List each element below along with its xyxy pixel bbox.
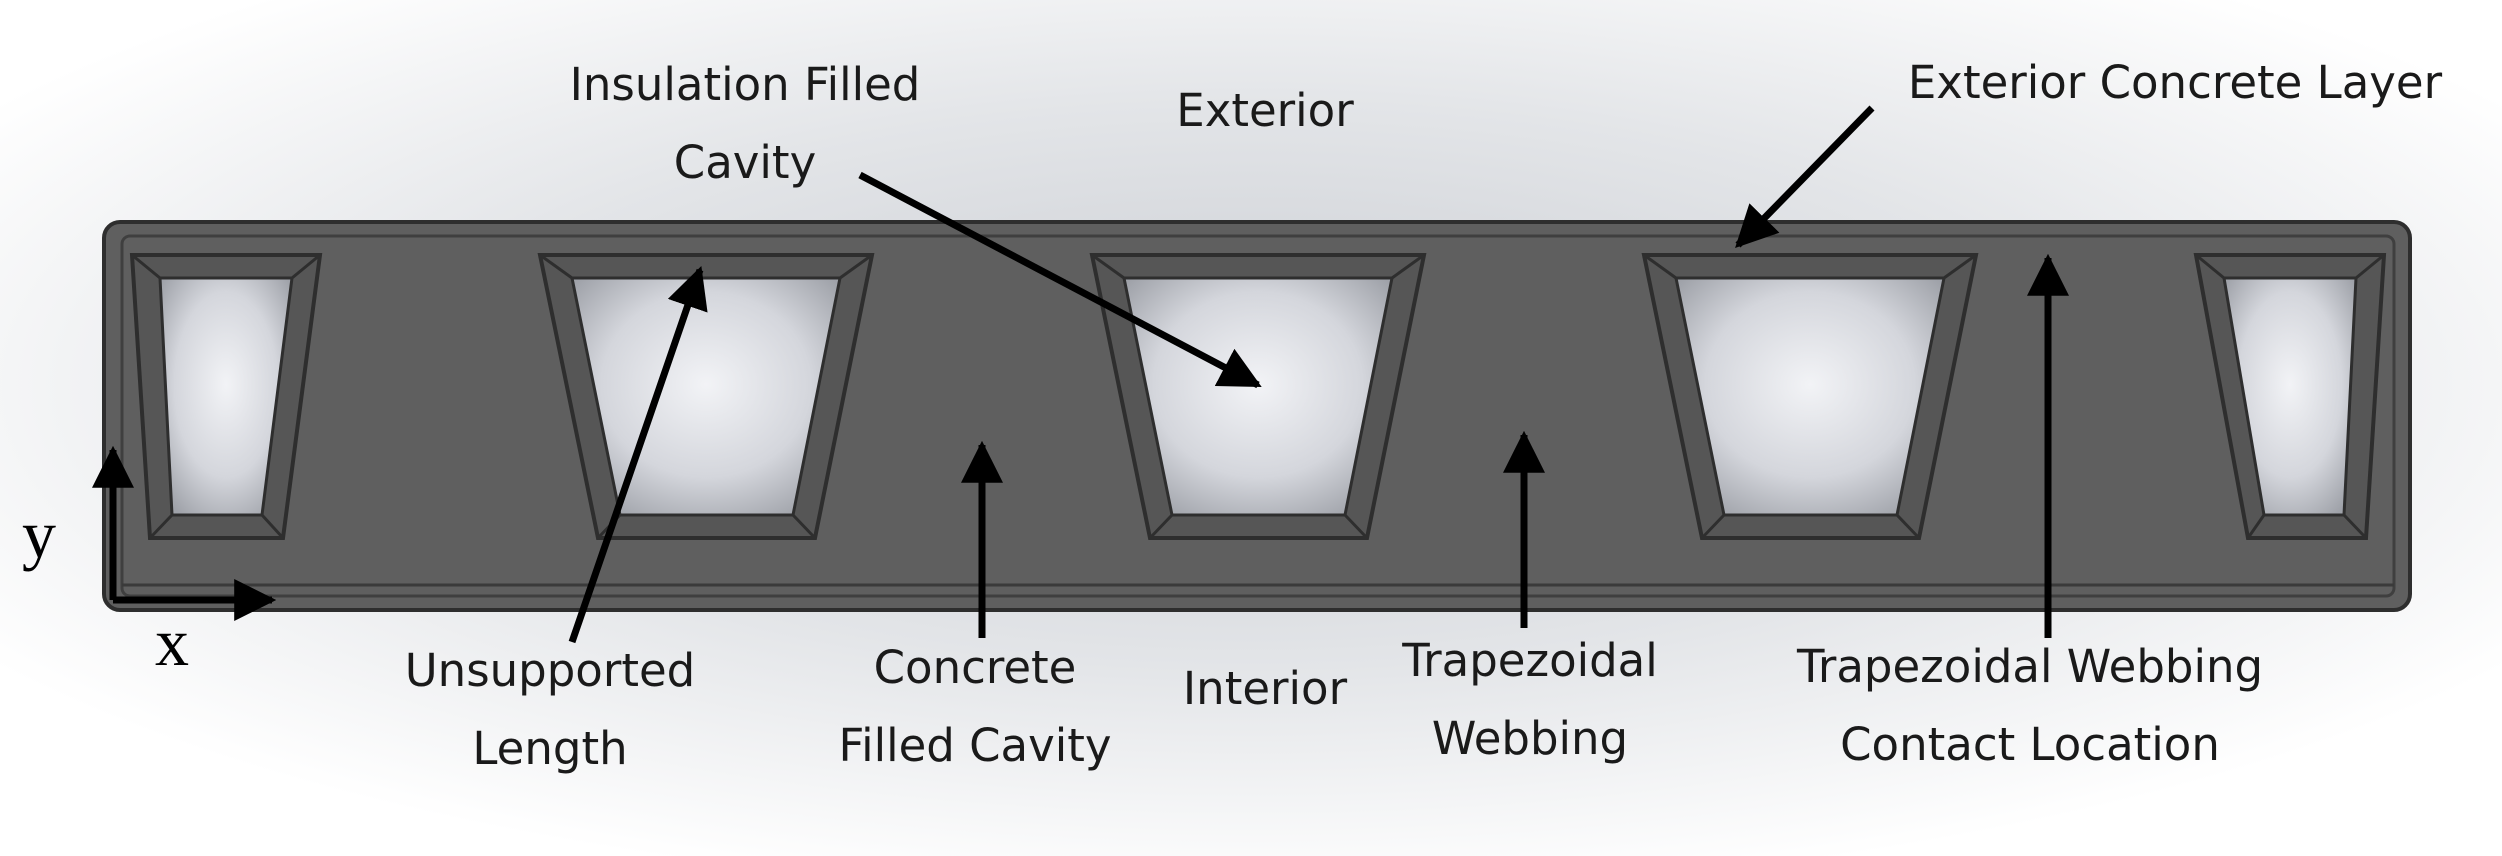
label-contact-line1: Trapezoidal Webbing [1796, 640, 2264, 693]
label-webbing-line1: Trapezoidal [1402, 634, 1658, 687]
arrow-exterior-concrete-layer [1735, 105, 1875, 249]
label-unsupported-length: Unsupported Length [385, 648, 715, 771]
label-webbing-line2: Webbing [1431, 712, 1629, 765]
cavity-right-end [2193, 253, 2387, 540]
label-trapezoidal-webbing: Trapezoidal Webbing [1370, 638, 1690, 761]
label-contact-line2: Contact Location [1840, 718, 2220, 771]
label-exterior-concrete-layer: Exterior Concrete Layer [1907, 56, 2443, 109]
cavity-left-end [129, 253, 323, 540]
label-insulation-filled-cavity: Insulation Filled Cavity [540, 62, 950, 185]
axis-x-label: x [155, 604, 189, 680]
label-exterior: Exterior [1176, 84, 1354, 137]
arrow-insulation [858, 171, 1262, 389]
label-insulation-line2: Cavity [673, 136, 817, 189]
label-concrete-line1: Concrete [873, 641, 1077, 694]
label-unsupported-line2: Length [472, 722, 628, 775]
label-concrete-line2: Filled Cavity [838, 719, 1112, 772]
label-unsupported-line1: Unsupported [404, 644, 696, 697]
label-concrete-filled-cavity: Concrete Filled Cavity [810, 645, 1140, 768]
arrow-unsupported-length [568, 266, 708, 644]
label-interior: Interior [1182, 662, 1348, 715]
cavity-3 [1641, 253, 1979, 540]
cavity-1 [537, 253, 875, 540]
axis-y-label: y [22, 496, 56, 572]
label-trapezoidal-webbing-contact-location: Trapezoidal Webbing Contact Location [1760, 644, 2300, 767]
cavity-2 [1089, 253, 1427, 540]
label-insulation-line1: Insulation Filled [569, 58, 921, 111]
